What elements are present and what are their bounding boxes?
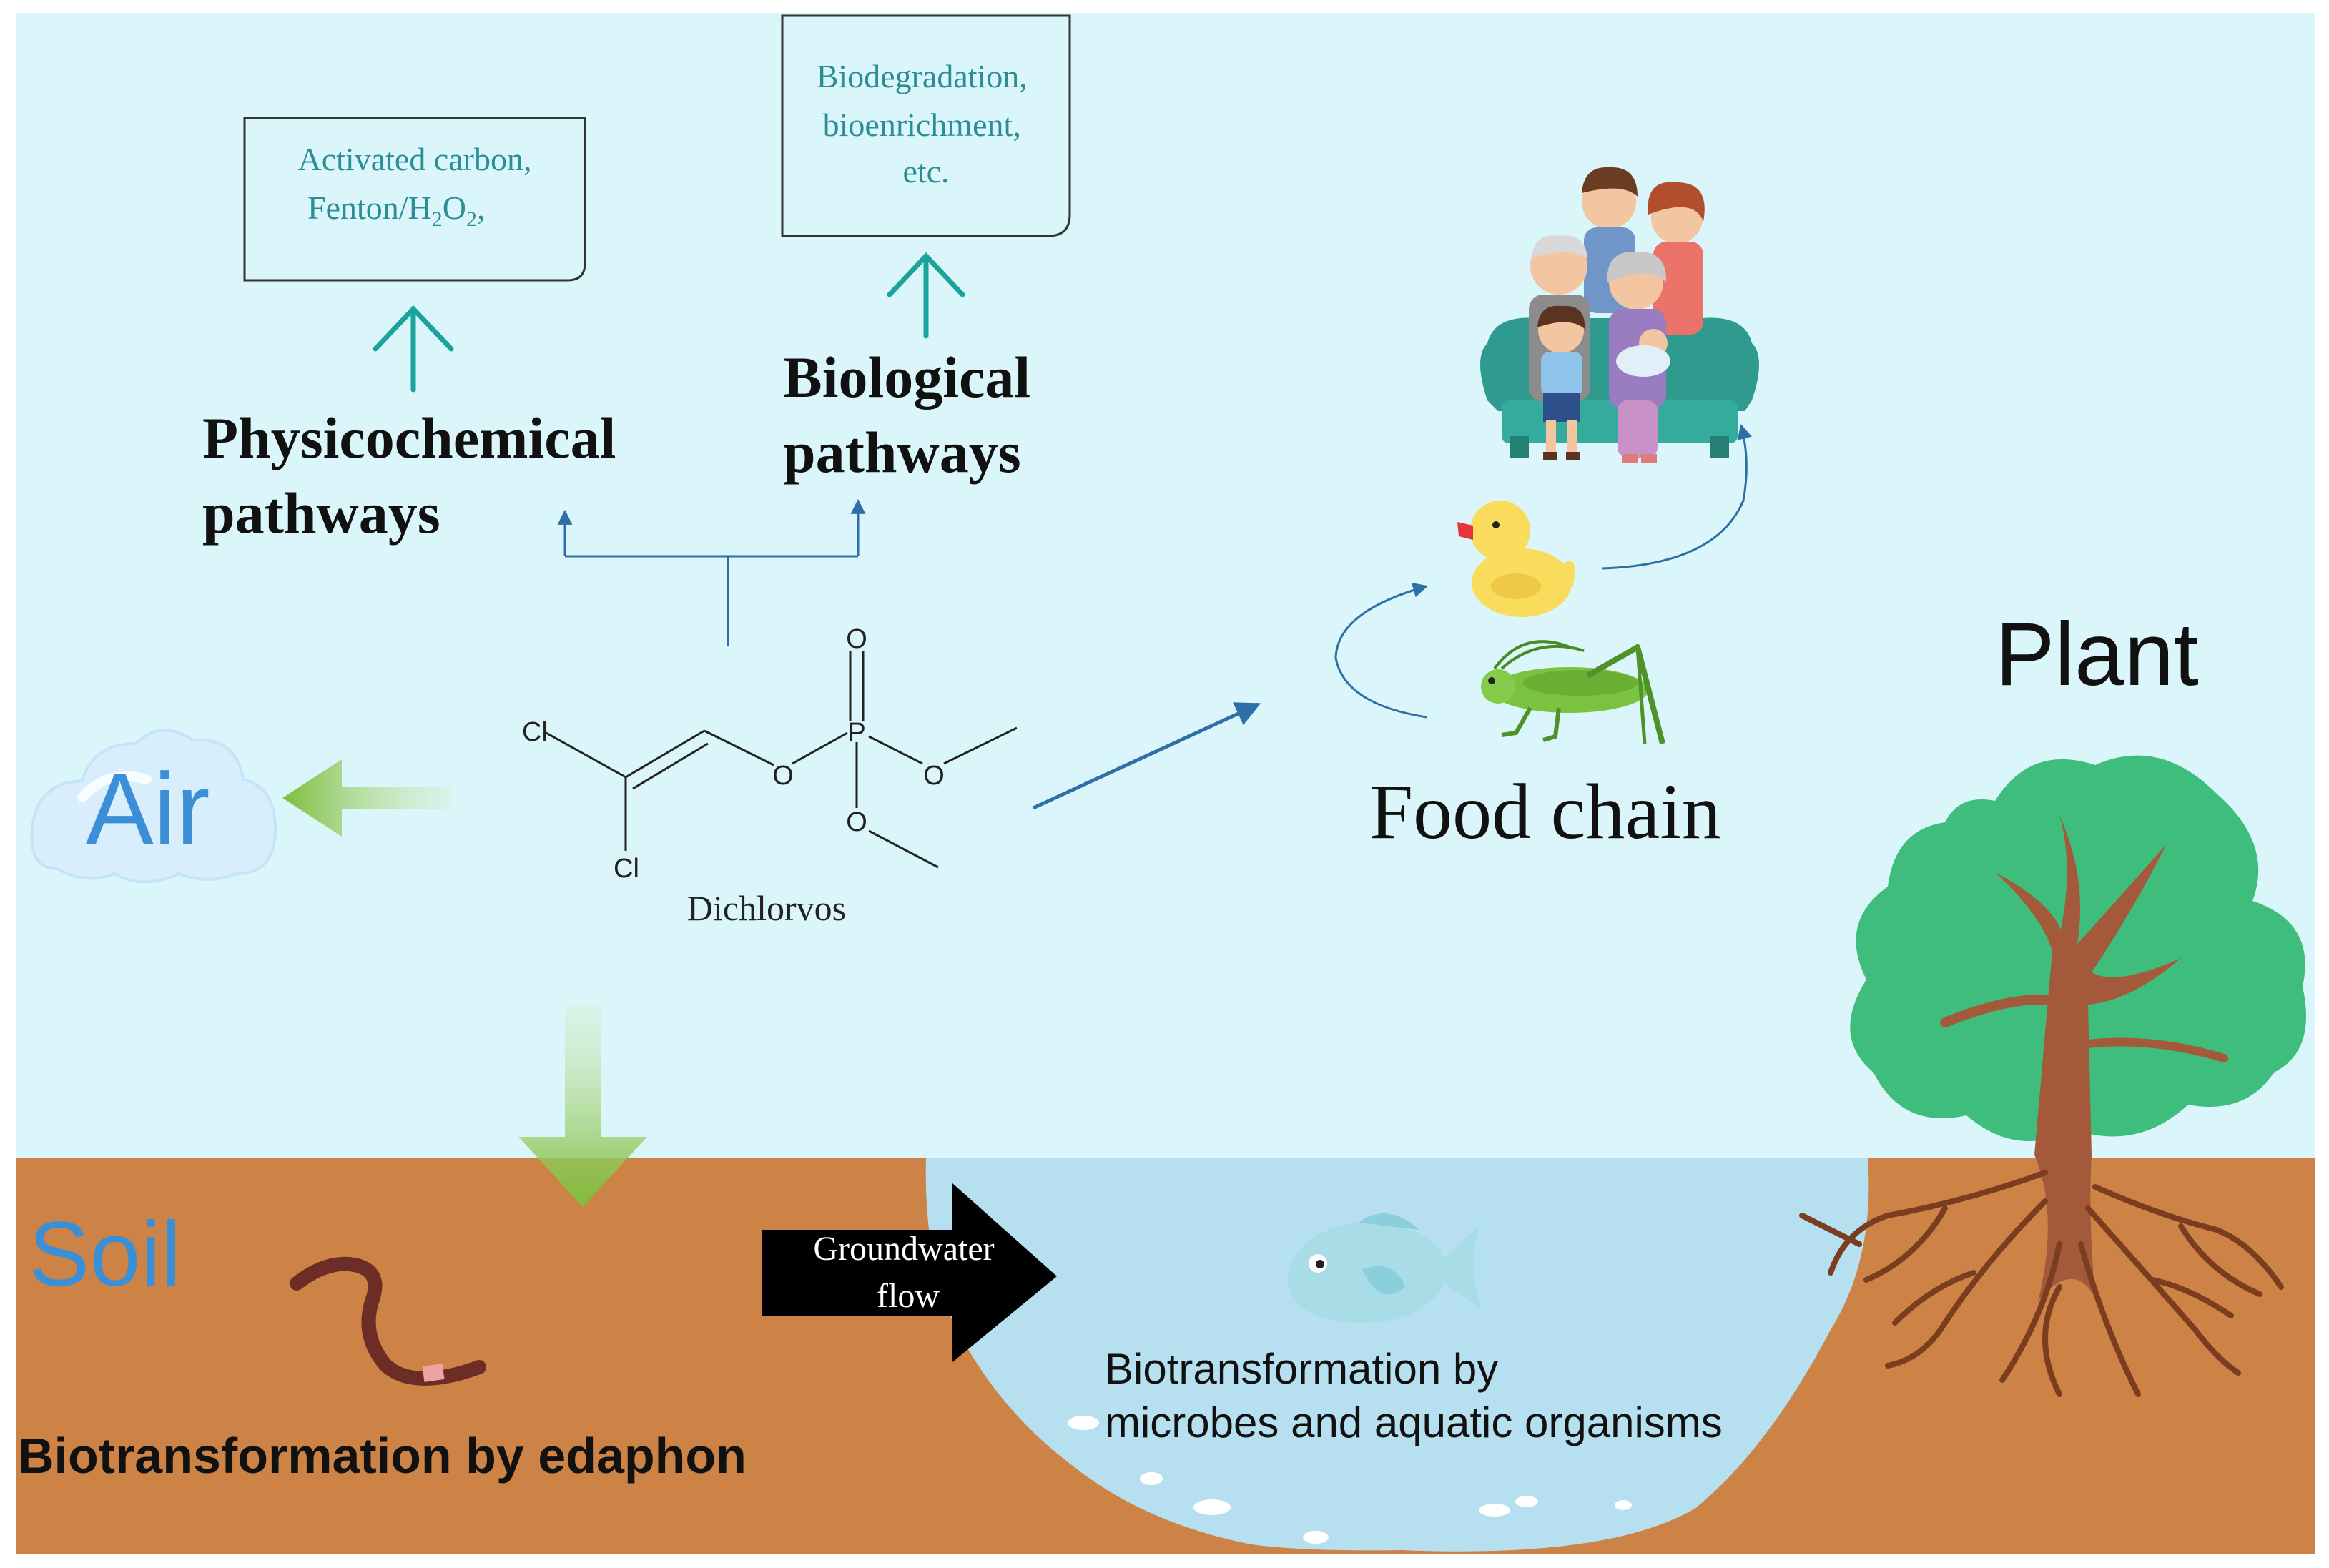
bio-methods-line2: bioenrichment, (823, 107, 1021, 143)
dichlorvos-structure (544, 651, 1018, 869)
atom-p: P (847, 718, 865, 748)
duck-icon (1457, 501, 1575, 617)
food-chain-label: Food chain (1369, 768, 1721, 855)
food-chain-arrow-1 (1334, 582, 1429, 719)
svg-text:Biotransformation by micro: Biotransformation by microbes and aquati… (1105, 1345, 1723, 1446)
physico-methods-line1: Activated carbon, (298, 141, 532, 177)
svg-text:Physicochemical pathways: Physicochemical pathways (202, 405, 631, 546)
grasshopper-icon (1481, 640, 1665, 745)
green-arrow-to-soil (518, 1005, 647, 1207)
water-caption-line1: Biotransformation by (1105, 1345, 1498, 1393)
soil-label: Soil (29, 1203, 181, 1306)
atom-cl-top: Cl (522, 717, 548, 747)
svg-text:Groundwater flow: Groundwater flow (813, 1230, 1003, 1315)
atom-o-double: O (846, 624, 867, 654)
family-icon (1480, 167, 1759, 463)
food-chain-arrow-2 (1601, 423, 1752, 570)
physico-methods-box (243, 117, 586, 282)
bio-methods-line3: etc. (902, 153, 949, 189)
svg-text:Biological pathways: Biological pathways (783, 345, 1045, 485)
svg-text:Activated carbon,: Activated carbon, (298, 141, 532, 177)
molecule-name: Dichlorvos (687, 888, 846, 928)
groundwater-line2: flow (877, 1277, 940, 1315)
teal-arrow-bio (887, 252, 965, 339)
air-label: Air (86, 752, 210, 866)
atom-o-right: O (923, 761, 945, 791)
atom-o-bottom: O (846, 807, 867, 837)
pathway-branch-connector (557, 498, 866, 646)
tree-icon (1799, 755, 2306, 1397)
arrow-to-food-chain (1032, 702, 1261, 810)
cloud-icon (30, 729, 277, 884)
physico-methods-line2: Fenton/H2O2, (307, 189, 486, 231)
atom-o-ester: O (772, 761, 794, 791)
fish-icon (1287, 1213, 1482, 1323)
water-caption-line2: microbes and aquatic organisms (1105, 1399, 1723, 1446)
soil-caption: Biotransformation by edaphon (18, 1428, 747, 1484)
bio-pathway-line1: Biological (783, 345, 1030, 410)
physico-pathway-line2: pathways (202, 480, 440, 546)
bio-methods-box (781, 14, 1071, 237)
bio-pathway-line2: pathways (783, 420, 1021, 485)
bio-methods-line1: Biodegradation, (817, 58, 1028, 94)
svg-text:Biodegradation, bioenrichm: Biodegradation, bioenrichment, etc. (817, 58, 1036, 189)
plant-label: Plant (1995, 605, 2199, 704)
groundwater-flow-arrow (762, 1183, 1057, 1362)
water-body (925, 1158, 1869, 1552)
teal-arrow-physico (373, 305, 454, 393)
atom-cl-bottom: Cl (614, 854, 639, 884)
water-pebbles (1068, 1416, 1632, 1544)
green-arrow-to-air (282, 759, 452, 837)
physico-pathway-line1: Physicochemical (202, 405, 616, 470)
earthworm-icon (290, 1256, 486, 1386)
groundwater-line1: Groundwater (813, 1230, 994, 1268)
